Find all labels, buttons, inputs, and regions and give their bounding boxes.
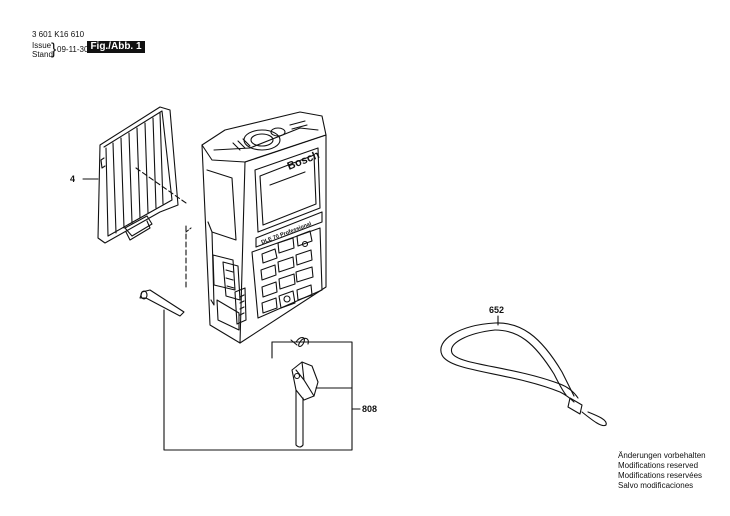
battery-cover-part-4 <box>97 106 179 244</box>
note-en: Modifications reserved <box>618 461 699 470</box>
issue-label: Issue <box>32 41 52 50</box>
pin <box>139 289 185 317</box>
wrist-strap-part-652 <box>440 322 607 427</box>
note-de: Änderungen vorbehalten <box>618 451 706 460</box>
doc-number: 3 601 K16 610 <box>32 30 85 39</box>
modification-notes: Änderungen vorbehalten Modifications res… <box>618 451 706 491</box>
issue-date: 09-11-30 <box>57 45 89 54</box>
pivot-stand <box>291 361 319 448</box>
part-label-808: 808 <box>362 404 378 414</box>
brace: } <box>51 41 57 58</box>
part-label-4: 4 <box>70 174 76 184</box>
bracket-part-808 <box>163 309 361 451</box>
note-es: Salvo modificaciones <box>618 481 694 490</box>
figure-badge: Fig./Abb. 1 <box>87 41 145 53</box>
stand-label: Stand <box>32 50 53 59</box>
part-label-652: 652 <box>489 305 505 315</box>
note-fr: Modifications reservées <box>618 471 703 480</box>
laser-rangefinder-body <box>201 111 327 344</box>
